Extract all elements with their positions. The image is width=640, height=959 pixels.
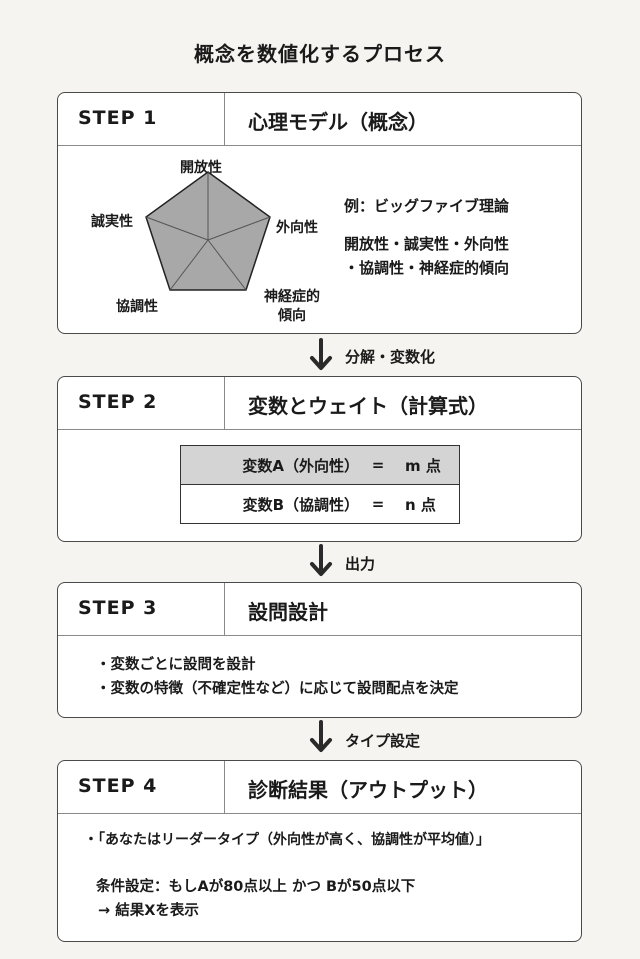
example-line-1: 例：ビッグファイブ理論 (344, 197, 510, 215)
variable-value: m 点 (405, 456, 441, 475)
step-4-header: STEP 4 診断結果（アウトプット） (58, 761, 581, 814)
design-bullet-list: ・変数ごとに設問を設計 ・変数の特徴（不確定性など）に応じて設問配点を決定 (96, 653, 459, 701)
variable-equals: = (371, 456, 385, 474)
step-4-divider (224, 761, 225, 813)
example-line-2: 開放性・誠実性・外向性 (344, 235, 510, 253)
variable-table: 変数A（外向性） = m 点 変数B（協調性） = n 点 (180, 445, 460, 524)
arrow-label-type-setting: タイプ設定 (345, 732, 421, 750)
down-arrow-icon (310, 720, 332, 752)
variable-row-b: 変数B（協調性） = n 点 (181, 484, 459, 523)
step-3-divider (224, 583, 225, 635)
variable-name: 変数A（外向性） (242, 456, 359, 475)
step-2-label: STEP 2 (78, 391, 158, 413)
step-3-title: 設問設計 (248, 600, 328, 624)
radar-label-extraversion: 外向性 (276, 220, 318, 236)
example-line-3: ・協調性・神経症的傾向 (344, 259, 510, 277)
step-3-box: STEP 3 設問設計 ・変数ごとに設問を設計 ・変数の特徴（不確定性など）に応… (57, 582, 582, 718)
variable-equals: = (371, 495, 385, 513)
step-4-box: STEP 4 診断結果（アウトプット） ・「あなたはリーダータイプ（外向性が高く… (57, 760, 582, 942)
step-1-title: 心理モデル（概念） (248, 110, 428, 134)
pentagon-spoke (207, 216, 271, 241)
down-arrow-icon (310, 338, 332, 370)
step-3-header: STEP 3 設問設計 (58, 583, 581, 636)
design-bullet: ・変数ごとに設問を設計 (96, 657, 256, 673)
step-4-title: 診断結果（アウトプット） (248, 778, 488, 802)
result-quote: ・「あなたはリーダータイプ（外向性が高く、協調性が平均値）」 (84, 832, 490, 848)
step-2-box: STEP 2 変数とウェイト（計算式） 変数A（外向性） = m 点 変数B（協… (57, 376, 582, 542)
radar-label-neuroticism-line1: 神経症的 (264, 289, 320, 305)
step-1-header: STEP 1 心理モデル（概念） (58, 93, 581, 146)
radar-label-neuroticism-line2: 傾向 (278, 308, 306, 324)
variable-row-a: 変数A（外向性） = m 点 (181, 446, 459, 484)
radar-label-neuroticism: 神経症的 傾向 (264, 288, 320, 326)
page-title: 概念を数値化するプロセス (194, 42, 446, 66)
arrow-label-output: 出力 (345, 555, 376, 573)
step-2-title: 変数とウェイト（計算式） (248, 394, 488, 418)
step-3-label: STEP 3 (78, 597, 158, 619)
pentagon-spoke (169, 239, 209, 291)
pentagon-spoke (207, 239, 247, 291)
step-1-divider (224, 93, 225, 145)
step-2-header: STEP 2 変数とウェイト（計算式） (58, 377, 581, 430)
step-4-label: STEP 4 (78, 775, 158, 797)
variable-name: 変数B（協調性） (242, 495, 359, 514)
example-text: 例：ビッグファイブ理論 開放性・誠実性・外向性 ・協調性・神経症的傾向 (344, 194, 509, 280)
step-1-box: STEP 1 心理モデル（概念） 開放性 外向性 誠実性 協調性 神経症的 傾向… (57, 92, 582, 334)
pentagon-chart (145, 171, 271, 291)
design-bullet: ・変数の特徴（不確定性など）に応じて設問配点を決定 (96, 681, 459, 697)
variable-value: n 点 (405, 495, 436, 514)
radar-label-agreeableness: 協調性 (116, 299, 158, 315)
result-condition: 条件設定：もしAが80点以上 かつ Bが50点以下 (96, 879, 416, 895)
down-arrow-icon (310, 544, 332, 576)
radar-label-openness: 開放性 (180, 160, 222, 176)
result-display: → 結果Xを表示 (98, 903, 199, 919)
step-2-divider (224, 377, 225, 429)
pentagon-spoke (145, 216, 209, 241)
arrow-label-decompose: 分解・変数化 (345, 348, 436, 366)
step-1-label: STEP 1 (78, 107, 158, 129)
radar-label-conscientiousness: 誠実性 (91, 214, 133, 230)
